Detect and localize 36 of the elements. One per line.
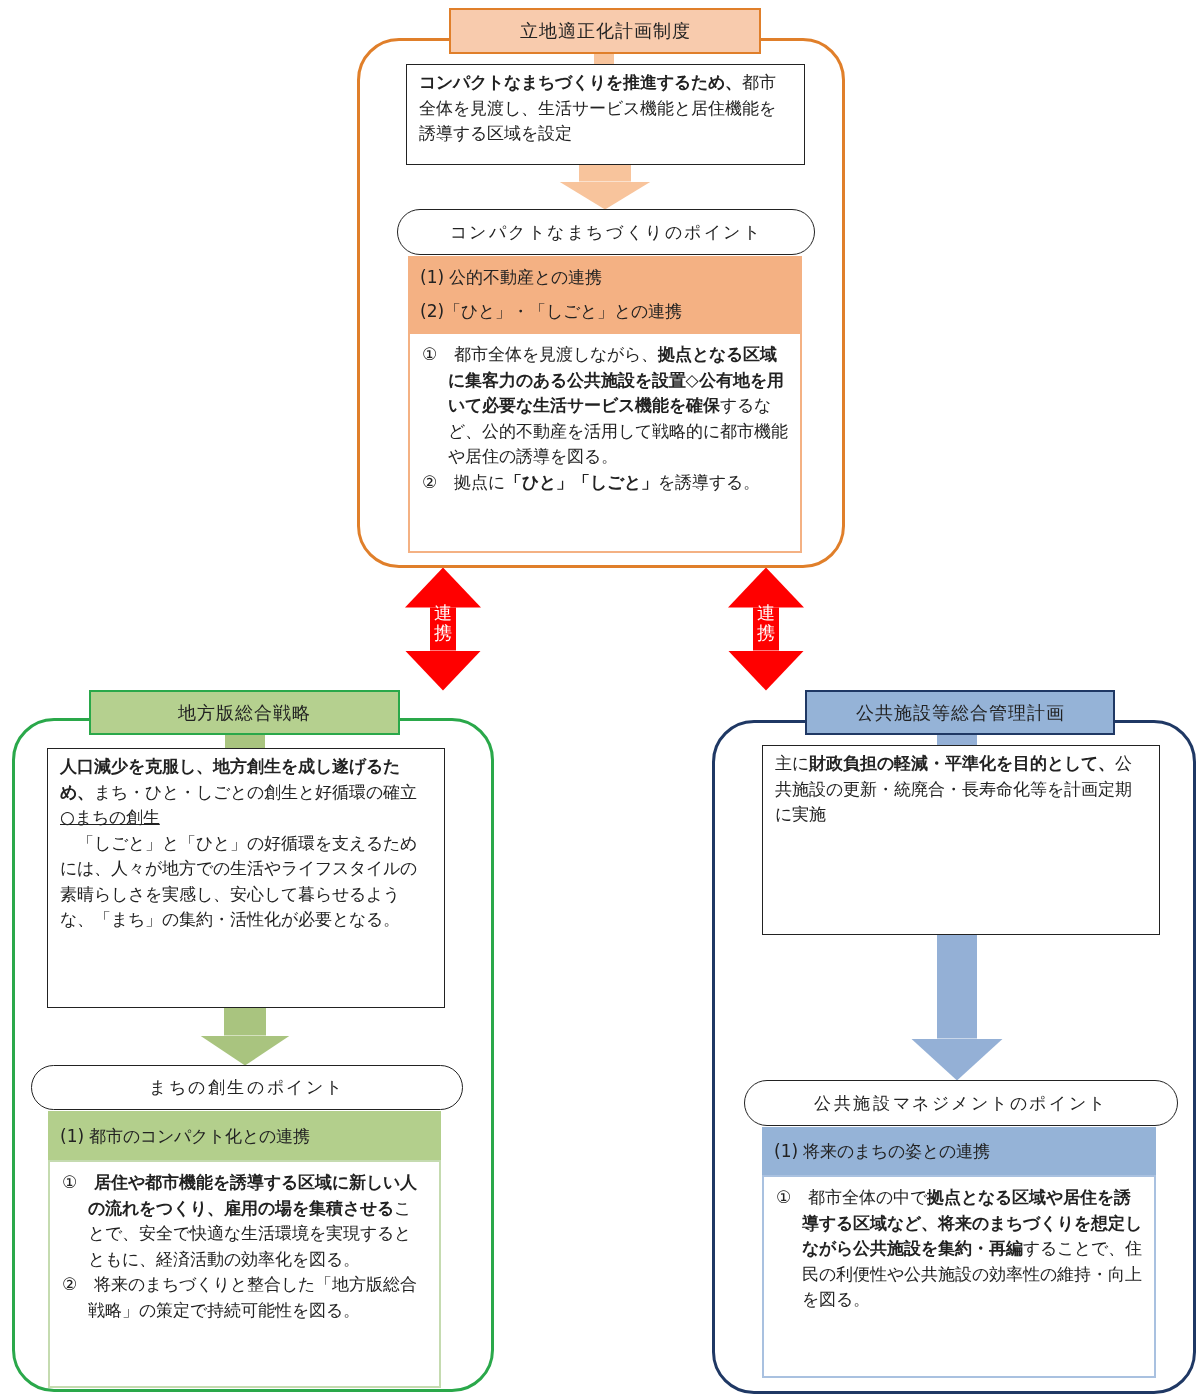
arrow [559,165,651,210]
description-text: 主に財政負担の軽減・平準化を目的として、公共施設の更新・統廃合・長寿命化等を計画定期に実施 [775,752,1133,826]
description-text: 「しごと」と「ひと」の好循環を支えるためには、人々が地方での生活やライフスタイルの素晴らしさを実感し、安心して暮らせるような、「まち」の集約・活性化が必要となる。 [60,831,418,931]
heading-pill: コンパクトなまちづくりのポイント [397,209,815,255]
arrow [200,1008,290,1066]
description-text: コンパクトなまちづくりを推進するため、都市全体を見渡し、生活サービス機能と居住機能を誘導する区域を設定 [419,71,777,145]
description-box [47,748,445,1008]
details-text: ① 都市全体の中で拠点となる区域や居住を誘導する区域など、将来のまちづくりを想定しながら公共施設を集約・再編することで、住民の利便性や公共施設の効率性の維持・向上を図る。 [776,1186,1142,1311]
heading-pill: まちの創生のポイント [31,1065,463,1110]
heading-pill: 公共施設マネジメントのポイント [744,1080,1178,1126]
edge-label: 連携 [757,603,775,643]
details-box [762,1175,1156,1378]
double-arrow [405,567,481,691]
point-heading: (1) 都市のコンパクト化との連携 [60,1124,312,1148]
heading-tab: 立地適正化計画制度 [449,8,761,54]
point-heading: (2)「ひと」・「しごと」との連携 [420,300,684,323]
point-heading: (1) 公的不動産との連携 [420,266,604,289]
points-band [762,1127,1156,1175]
description-text: ○まちの創生 [60,806,160,829]
points-band [408,256,802,332]
details-box [408,332,802,553]
details-text: ① 都市全体を見渡しながら、拠点となる区域に集客力のある公共施設を設置◇公有地を用いて必要な生活サービス機能を確保するなど、公的不動産を活用して戦略的に都市機能や居住の誘導を図る。 [422,343,788,468]
heading-tab: 地方版総合戦略 [89,690,400,735]
details-text: ① 居住や都市機能を誘導する区域に新しい人の流れをつくり、雇用の場を集積させることで、安全で快適な生活環境を実現するとともに、経済活動の効率化を図る。 [62,1171,419,1271]
points-band [48,1111,441,1160]
description-box [406,64,805,165]
description-text: 人口減少を克服し、地方創生を成し遂げるため、まち・ひと・しごとの創生と好循環の確立 [60,755,418,804]
heading-tab: 公共施設等総合管理計画 [805,690,1115,735]
details-text: ② 拠点に「ひと」「しごと」を誘導する。 [422,470,762,494]
double-arrow [728,567,804,691]
point-heading: (1) 将来のまちの姿との連携 [774,1140,992,1163]
arrow [911,935,1003,1081]
description-box [762,745,1160,935]
details-text: ② 将来のまちづくりと整合した「地方版総合戦略」の策定で持続可能性を図る。 [62,1273,419,1322]
details-box [48,1160,441,1388]
edge-label: 連携 [434,603,452,643]
